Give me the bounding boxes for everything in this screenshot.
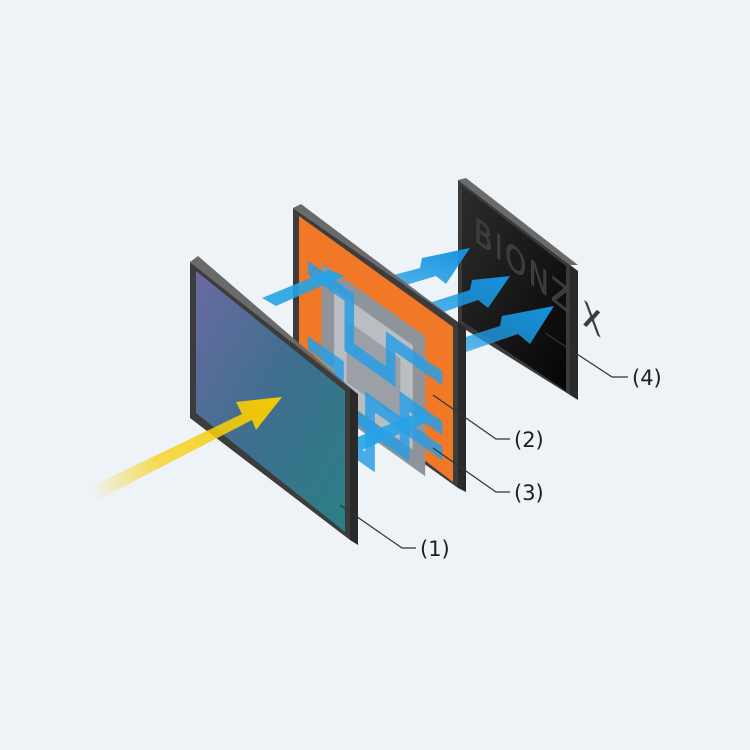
data-flow-arrow bbox=[262, 270, 344, 306]
callout-line-1 bbox=[339, 504, 416, 549]
callout-line-2 bbox=[432, 394, 510, 440]
data-flow-arrows-from-sensor bbox=[262, 270, 432, 450]
incoming-light-arrow bbox=[88, 397, 282, 500]
data-flow-arrow bbox=[350, 412, 432, 450]
callout-line-3 bbox=[432, 447, 510, 493]
callout-lines bbox=[339, 332, 628, 549]
callout-label-4: (4) bbox=[632, 366, 662, 390]
callout-line-4 bbox=[544, 332, 628, 378]
callout-label-3: (3) bbox=[514, 481, 544, 505]
callout-label-1: (1) bbox=[420, 537, 450, 561]
callout-label-2: (2) bbox=[514, 428, 544, 452]
